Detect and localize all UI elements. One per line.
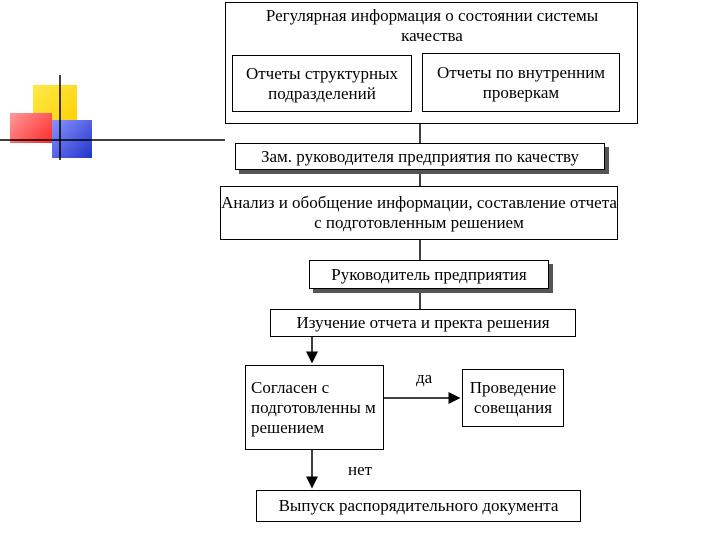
info-group-title: Регулярная информация о состоянии систем… bbox=[265, 6, 599, 45]
release-box: Выпуск распорядительного документа bbox=[256, 490, 581, 522]
study-box: Изучение отчета и пректа решения bbox=[270, 309, 576, 337]
meeting-box: Проведение совещания bbox=[462, 369, 564, 427]
decor-red-square bbox=[10, 113, 52, 143]
analysis-box: Анализ и обобщение информации, составлен… bbox=[220, 186, 618, 240]
internal-audits-box: Отчеты по внутренним проверкам bbox=[422, 53, 620, 112]
yes-label: да bbox=[416, 368, 433, 387]
decision-box: Согласен с подготовленны м решением bbox=[245, 365, 384, 450]
no-label: нет bbox=[348, 460, 373, 479]
director-box: Руководитель предприятия bbox=[309, 260, 549, 289]
structural-reports-box: Отчеты структурных подразделений bbox=[232, 55, 412, 112]
decor-blue-square bbox=[52, 120, 92, 158]
deputy-box: Зам. руководителя предприятия по качеств… bbox=[235, 143, 605, 170]
